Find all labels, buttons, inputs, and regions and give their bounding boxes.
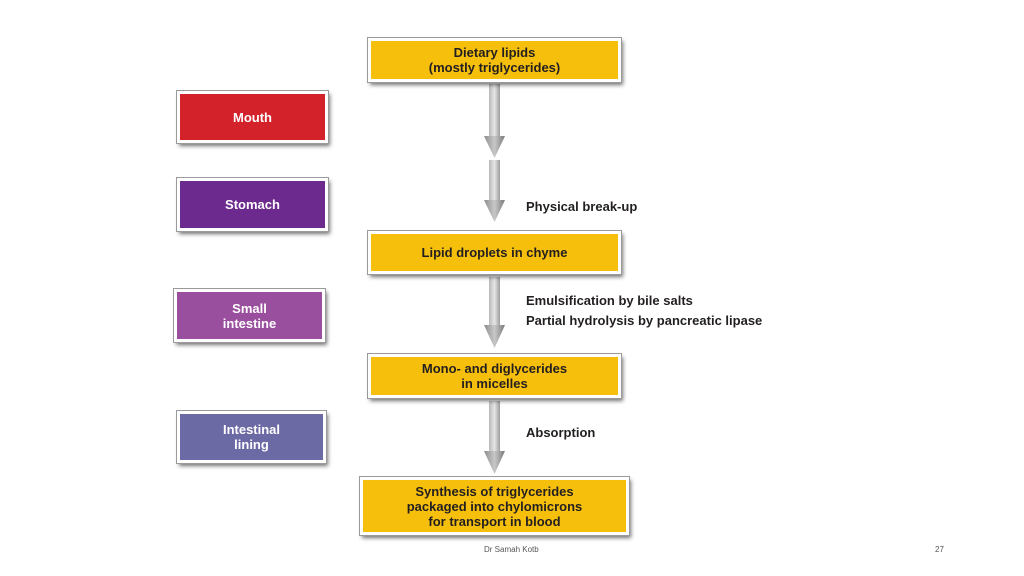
annotation-absorption: Absorption (526, 425, 596, 440)
site-small-intestine: Small intestine (174, 289, 325, 342)
arrow-2 (484, 160, 505, 222)
step-mono-diglycerides: Mono- and diglycerides in micelles (368, 354, 621, 398)
annotation-partial-hydrolysis: Partial hydrolysis by pancreatic lipase (526, 313, 763, 328)
annotation-physical-breakup: Physical break-up (526, 199, 638, 214)
step-lipid-droplets: Lipid droplets in chyme (368, 231, 621, 274)
arrow-1 (484, 84, 505, 158)
site-intestinal-lining: Intestinal lining (177, 411, 326, 463)
site-stomach: Stomach (177, 178, 328, 231)
page-number: 27 (935, 545, 944, 554)
arrow-3 (484, 277, 505, 348)
arrow-4 (484, 401, 505, 474)
step-dietary-lipids: Dietary lipids (mostly triglycerides) (368, 38, 621, 82)
annotation-emulsification: Emulsification by bile salts (526, 293, 693, 308)
step-synthesis-triglycerides: Synthesis of triglycerides packaged into… (360, 477, 629, 535)
site-mouth: Mouth (177, 91, 328, 143)
footer-author: Dr Samah Kotb (484, 545, 539, 554)
